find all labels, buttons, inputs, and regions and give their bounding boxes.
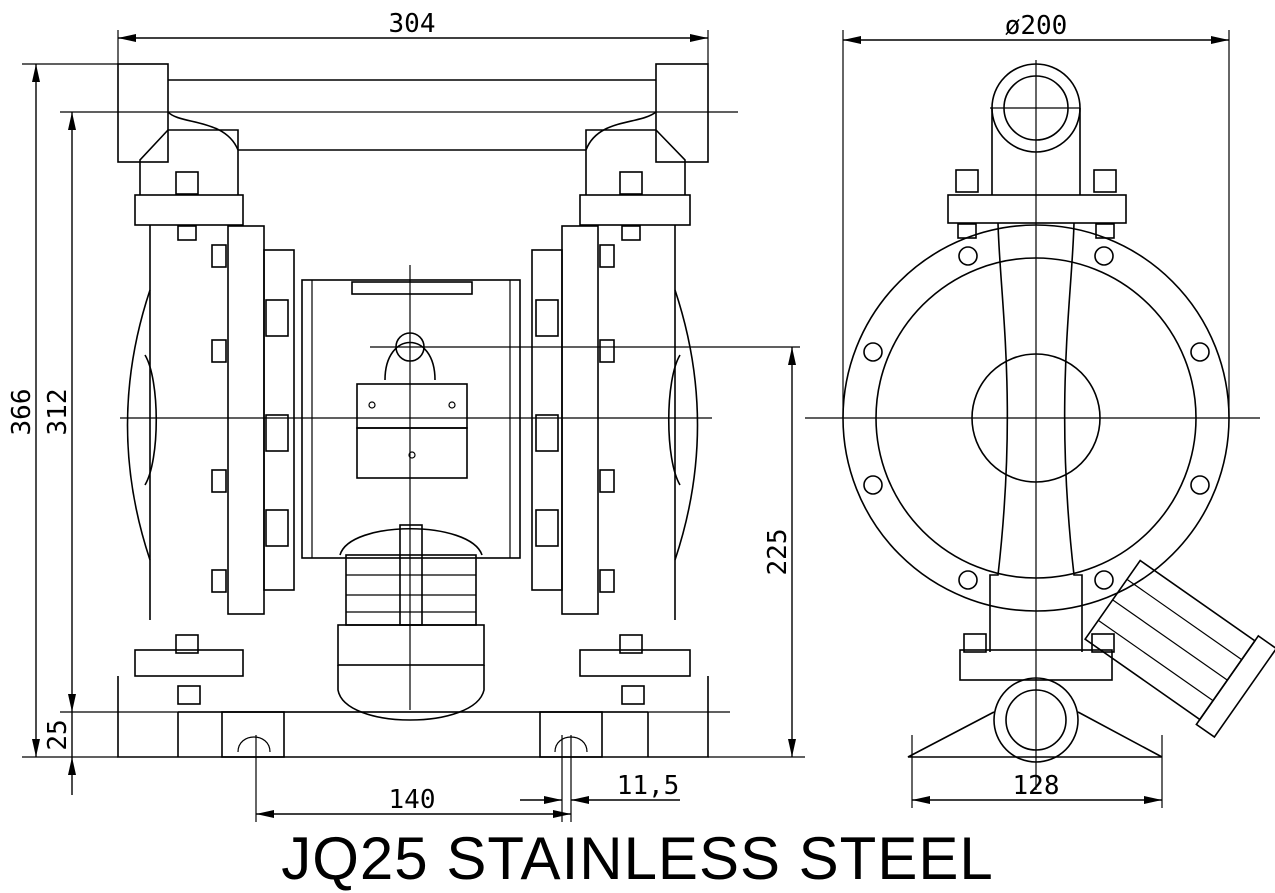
dim-base-height: 25 <box>43 719 73 750</box>
side-bolts <box>863 246 1210 590</box>
dim-inlet-height: 225 <box>763 529 793 576</box>
side-strainer <box>1084 559 1275 739</box>
side-view <box>805 60 1275 790</box>
right-bolt-column <box>535 244 615 593</box>
front-view <box>22 63 800 758</box>
left-bolt-column <box>211 244 289 593</box>
technical-drawing: 304 ø200 366 312 25 225 140 11,5 128 <box>7 9 1275 822</box>
dim-overall-height: 366 <box>7 389 37 436</box>
dim-body-height: 312 <box>43 389 73 436</box>
dim-bolt-hole: 11,5 <box>617 771 680 801</box>
dim-mount-spacing: 140 <box>389 785 436 815</box>
dim-overall-width: 304 <box>389 9 436 39</box>
dim-diameter: ø200 <box>1005 11 1068 41</box>
drawing-title: JQ25 STAINLESS STEEL <box>281 825 994 892</box>
dim-side-base-width: 128 <box>1013 771 1060 801</box>
dimension-lines <box>22 30 1230 822</box>
